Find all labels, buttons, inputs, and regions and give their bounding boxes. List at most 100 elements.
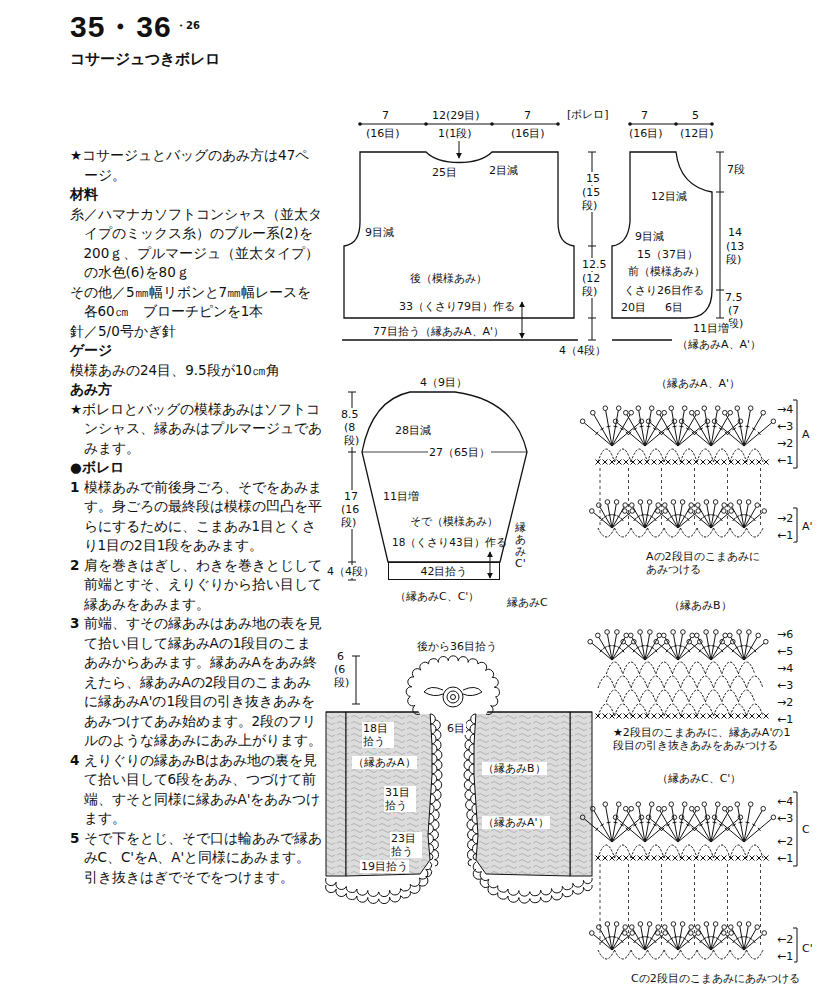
dimension-label: 7 [381, 109, 390, 122]
picot [624, 410, 629, 415]
row-number: →2 [776, 696, 794, 709]
pickup-label: （縁あみA'） [482, 816, 550, 829]
picot [687, 639, 692, 644]
picot [695, 806, 700, 811]
row-number: ←1 [776, 454, 794, 467]
sleeve-panel [326, 712, 346, 876]
picot [605, 500, 610, 505]
picot [590, 931, 595, 936]
ruffle-edge [464, 720, 473, 866]
picot [649, 802, 654, 807]
picot [613, 419, 618, 424]
picot [656, 509, 661, 514]
shell-fan [658, 634, 698, 660]
piece-outline [608, 148, 718, 322]
subtitle: コサージュつきボレロ [70, 50, 220, 68]
picot [656, 931, 661, 936]
pickup-label: （縁あみB） [482, 762, 547, 775]
shell-fan [683, 411, 738, 447]
pickup-label: 18目拾う [362, 722, 394, 748]
picot [616, 406, 621, 411]
dimension-label: (8段) [343, 421, 362, 447]
picot [728, 806, 733, 811]
picot [649, 406, 654, 411]
picot [647, 922, 652, 927]
picot [704, 922, 709, 927]
shell-fan [716, 807, 771, 843]
dimension-dot [358, 122, 362, 126]
picot [695, 633, 700, 638]
page-number: ・26 [176, 20, 200, 32]
picot [722, 503, 727, 508]
picot [656, 925, 661, 930]
ruffle-edge [433, 720, 442, 866]
edging-letter: C [801, 823, 811, 836]
dimension-label: 18（くさり43目）作る [391, 536, 508, 549]
picot [630, 503, 635, 508]
picot [662, 806, 667, 811]
picot [605, 630, 610, 635]
picot [580, 419, 585, 424]
picot [722, 925, 727, 930]
row-number: ←2 [776, 933, 794, 946]
picot [690, 806, 695, 811]
row-number: ←4 [776, 795, 794, 808]
picot [720, 639, 725, 644]
shell-fan [693, 926, 730, 950]
picot [679, 419, 684, 424]
picot [771, 815, 776, 820]
picot [638, 630, 643, 635]
dimension-label: 15（37目） [636, 248, 699, 261]
instruction-text: 3 前端、すその縁あみはあみ地の表を見て拾い目して縁あみAの1段目のこまあみから… [70, 614, 322, 751]
dimension-label: 20目 [620, 301, 647, 314]
shell-fan [592, 634, 632, 660]
dimension-label: 7段 [726, 163, 746, 176]
picot [689, 931, 694, 936]
instruction-text: 針／5/0号かぎ針 [70, 322, 322, 342]
picot [663, 503, 668, 508]
row-number: →6 [776, 628, 794, 641]
picot [669, 802, 674, 807]
picot [591, 410, 596, 415]
picot [689, 509, 694, 514]
picot [638, 922, 643, 927]
picot [615, 630, 620, 635]
picot [704, 630, 709, 635]
section-heading: ●ボレロ [70, 458, 322, 478]
shell-fan [716, 411, 771, 447]
picot [747, 630, 752, 635]
shell-fan [650, 411, 705, 447]
shell-fan [726, 504, 763, 528]
picot [755, 925, 760, 930]
row-number: →2 [776, 512, 794, 525]
direction-arrow [522, 302, 523, 338]
row-number: →4 [776, 662, 794, 675]
piece-outline [358, 388, 532, 566]
picot [723, 806, 728, 811]
row-number: ←3 [776, 812, 794, 825]
chain-arch-row [598, 676, 763, 688]
dimension-label: 15 [585, 172, 601, 185]
dimension-dot [424, 122, 428, 126]
picot [690, 633, 695, 638]
dimension-label: 5 [691, 109, 700, 122]
dimension-label: 11目増 [692, 322, 730, 335]
picot [755, 503, 760, 508]
chart-note: ★2段目のこまあみに、縁あみA'の1段目の引き抜きあみをあみつける [612, 726, 792, 752]
picot [712, 419, 717, 424]
shell-fan [594, 504, 631, 528]
shell-fan [660, 504, 697, 528]
picot [746, 500, 751, 505]
picot [680, 922, 685, 927]
picot [603, 802, 608, 807]
picot [737, 922, 742, 927]
picot [729, 503, 734, 508]
dimension-label: 11目増 [382, 490, 420, 503]
piece-label: そで（模様あみ） [410, 515, 498, 528]
picot [663, 925, 668, 930]
dimension-label: 12.5 [581, 258, 608, 271]
picot [621, 639, 626, 644]
picot [630, 925, 635, 930]
cuff-band: 42目拾う [388, 562, 500, 580]
picot [761, 806, 766, 811]
